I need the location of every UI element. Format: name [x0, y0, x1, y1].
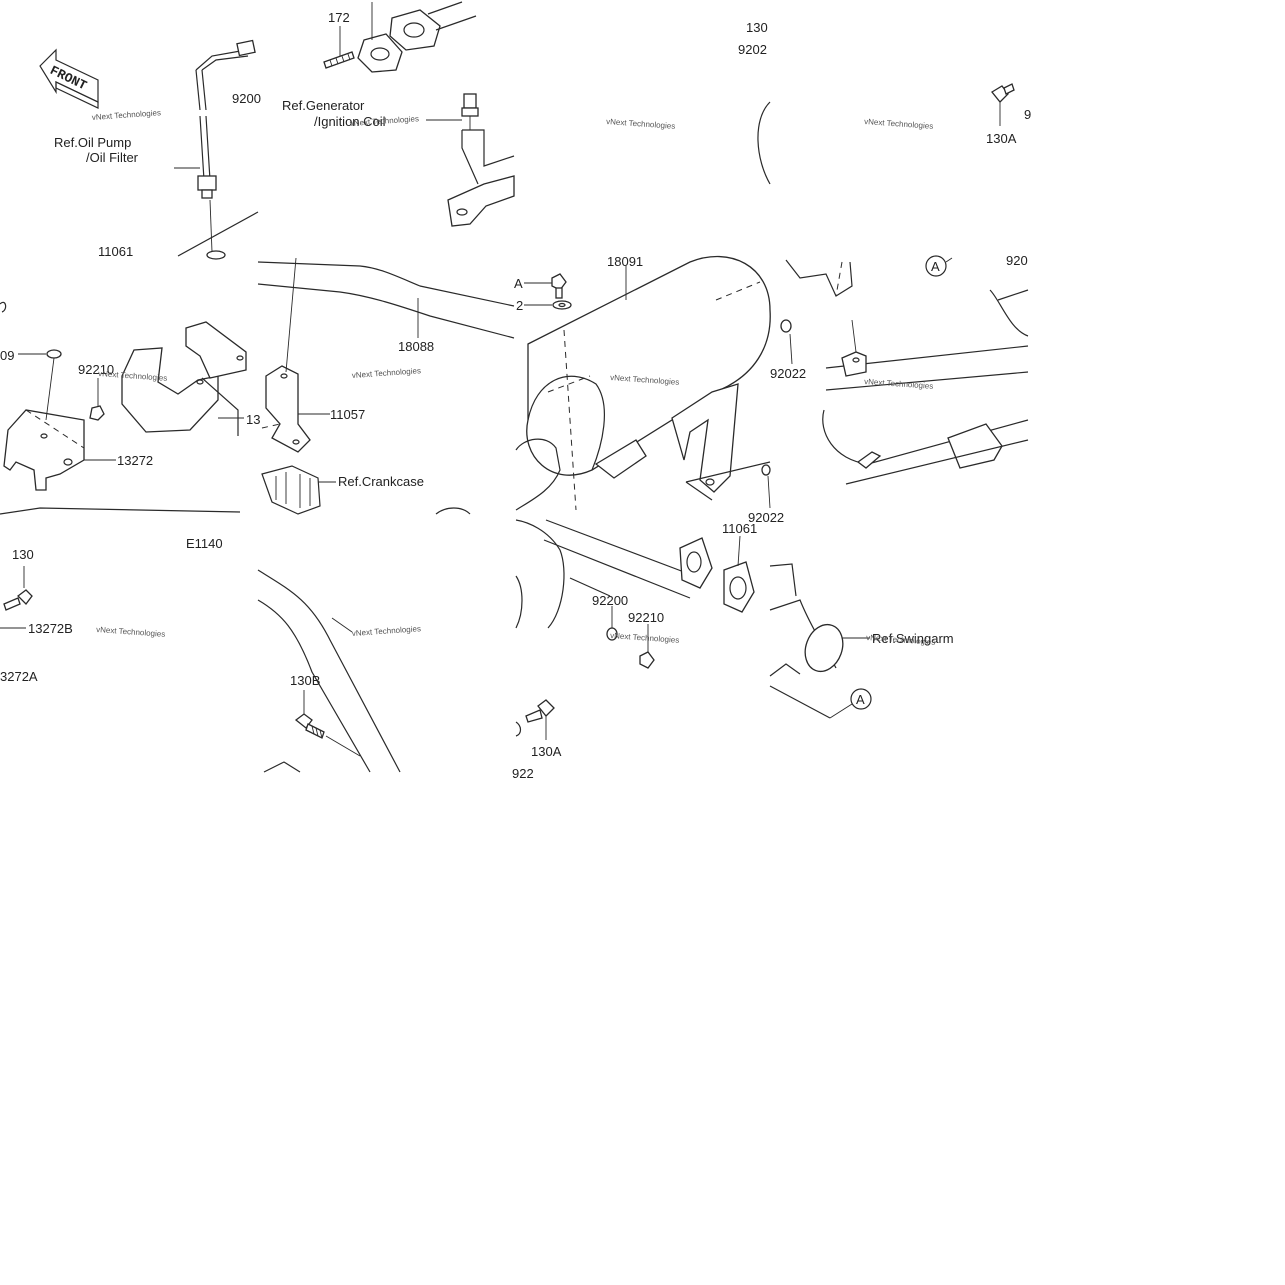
watermark-3: vNext Technologies	[606, 117, 676, 131]
part-172: 172	[328, 10, 350, 25]
part-922-bottom: 922	[512, 766, 534, 781]
part-130-top: 130	[746, 20, 768, 35]
washer-92-muffler	[524, 300, 572, 310]
part-92210-left: 92210	[78, 362, 114, 377]
part-11057: 11057	[330, 407, 365, 422]
heat-shield	[121, 321, 247, 436]
part-92210-right: 92210	[628, 610, 664, 625]
watermark-4: vNext Technologies	[864, 117, 934, 131]
bolt-130a-top-right	[991, 83, 1015, 126]
watermark-10: vNext Technologies	[352, 624, 422, 638]
part-13-partial: 13	[246, 412, 260, 427]
part-130b: 130B	[290, 673, 320, 688]
crankcase-stub	[261, 465, 471, 515]
bolt-130a-muffler	[524, 273, 567, 299]
callout-a-top-label: A	[931, 259, 940, 274]
part-9200-top: 9200	[232, 91, 261, 106]
label-ref-swingarm: Ref.Swingarm	[872, 631, 954, 646]
watermark-11: vNext Technologies	[610, 631, 680, 645]
generator-bracket	[426, 93, 515, 227]
label-ref-ignition-coil: /Ignition Coil	[314, 114, 386, 129]
muffler-18091	[515, 255, 771, 511]
nut-92210-right	[639, 624, 655, 669]
oil-sensor-hose	[174, 39, 256, 253]
swingarm-pipe	[769, 563, 870, 719]
bracket-11057	[261, 257, 330, 453]
watermark-1: vNext Technologies	[92, 108, 162, 122]
part-13272: 13272	[117, 453, 153, 468]
diagram-code: E1140	[186, 536, 223, 551]
part-130-left: 130	[12, 547, 34, 562]
label-ref-crankcase: Ref.Crankcase	[338, 474, 424, 489]
bolt-9209	[18, 349, 62, 421]
callout-a-bottom: A	[850, 688, 872, 710]
part-130a-top-right: 130A	[986, 131, 1017, 146]
part-13272a: 3272A	[0, 669, 38, 684]
part-13272b: 13272B	[28, 621, 73, 636]
watermark-8: vNext Technologies	[864, 377, 934, 391]
part-11061-right: 11061	[722, 521, 757, 536]
part-92200: 92200	[592, 593, 628, 608]
part-130a-bottom: 130A	[531, 744, 562, 759]
callout-a-top: A	[925, 255, 953, 277]
exhaust-pipe-lower	[257, 569, 401, 773]
washer-92200	[606, 606, 618, 641]
part-18088: 18088	[398, 339, 434, 354]
frame-mount-right	[780, 259, 1029, 485]
part-9202-top: 9202	[738, 42, 767, 57]
part-130a-muffler: A	[514, 276, 523, 291]
label-ref-oil-filter: /Oil Filter	[86, 150, 139, 165]
bolt-130a-bottom	[515, 699, 555, 740]
stud-bolt-172	[323, 26, 355, 69]
part-9-right: 9	[1024, 107, 1031, 122]
watermark-9: vNext Technologies	[96, 625, 166, 639]
label-ref-generator: Ref.Generator	[282, 98, 365, 113]
bolt-130b	[294, 690, 361, 757]
watermark-6: vNext Technologies	[352, 366, 422, 380]
part-920-right: 920	[1006, 253, 1028, 268]
callout-a-bottom-label: A	[856, 692, 865, 707]
front-arrow-icon: FRONT	[39, 48, 99, 109]
part-9209-left: 09	[0, 348, 14, 363]
part-11061-left: 11061	[98, 244, 133, 259]
part-92022-a: 92022	[770, 366, 806, 381]
exhaust-gasket	[357, 1, 477, 73]
exhaust-pipe-18088	[257, 261, 515, 339]
pipe-lower-right	[515, 519, 701, 629]
part-92-muffler: 2	[516, 298, 523, 313]
flange-11061	[679, 535, 755, 613]
nut-92210-left	[89, 378, 105, 421]
shield-bracket	[0, 409, 241, 515]
bolt-130-left	[0, 566, 33, 629]
part-18091: 18091	[607, 254, 643, 269]
part-92022-b: 92022	[748, 510, 784, 525]
label-ref-oil-pump: Ref.Oil Pump	[54, 135, 131, 150]
